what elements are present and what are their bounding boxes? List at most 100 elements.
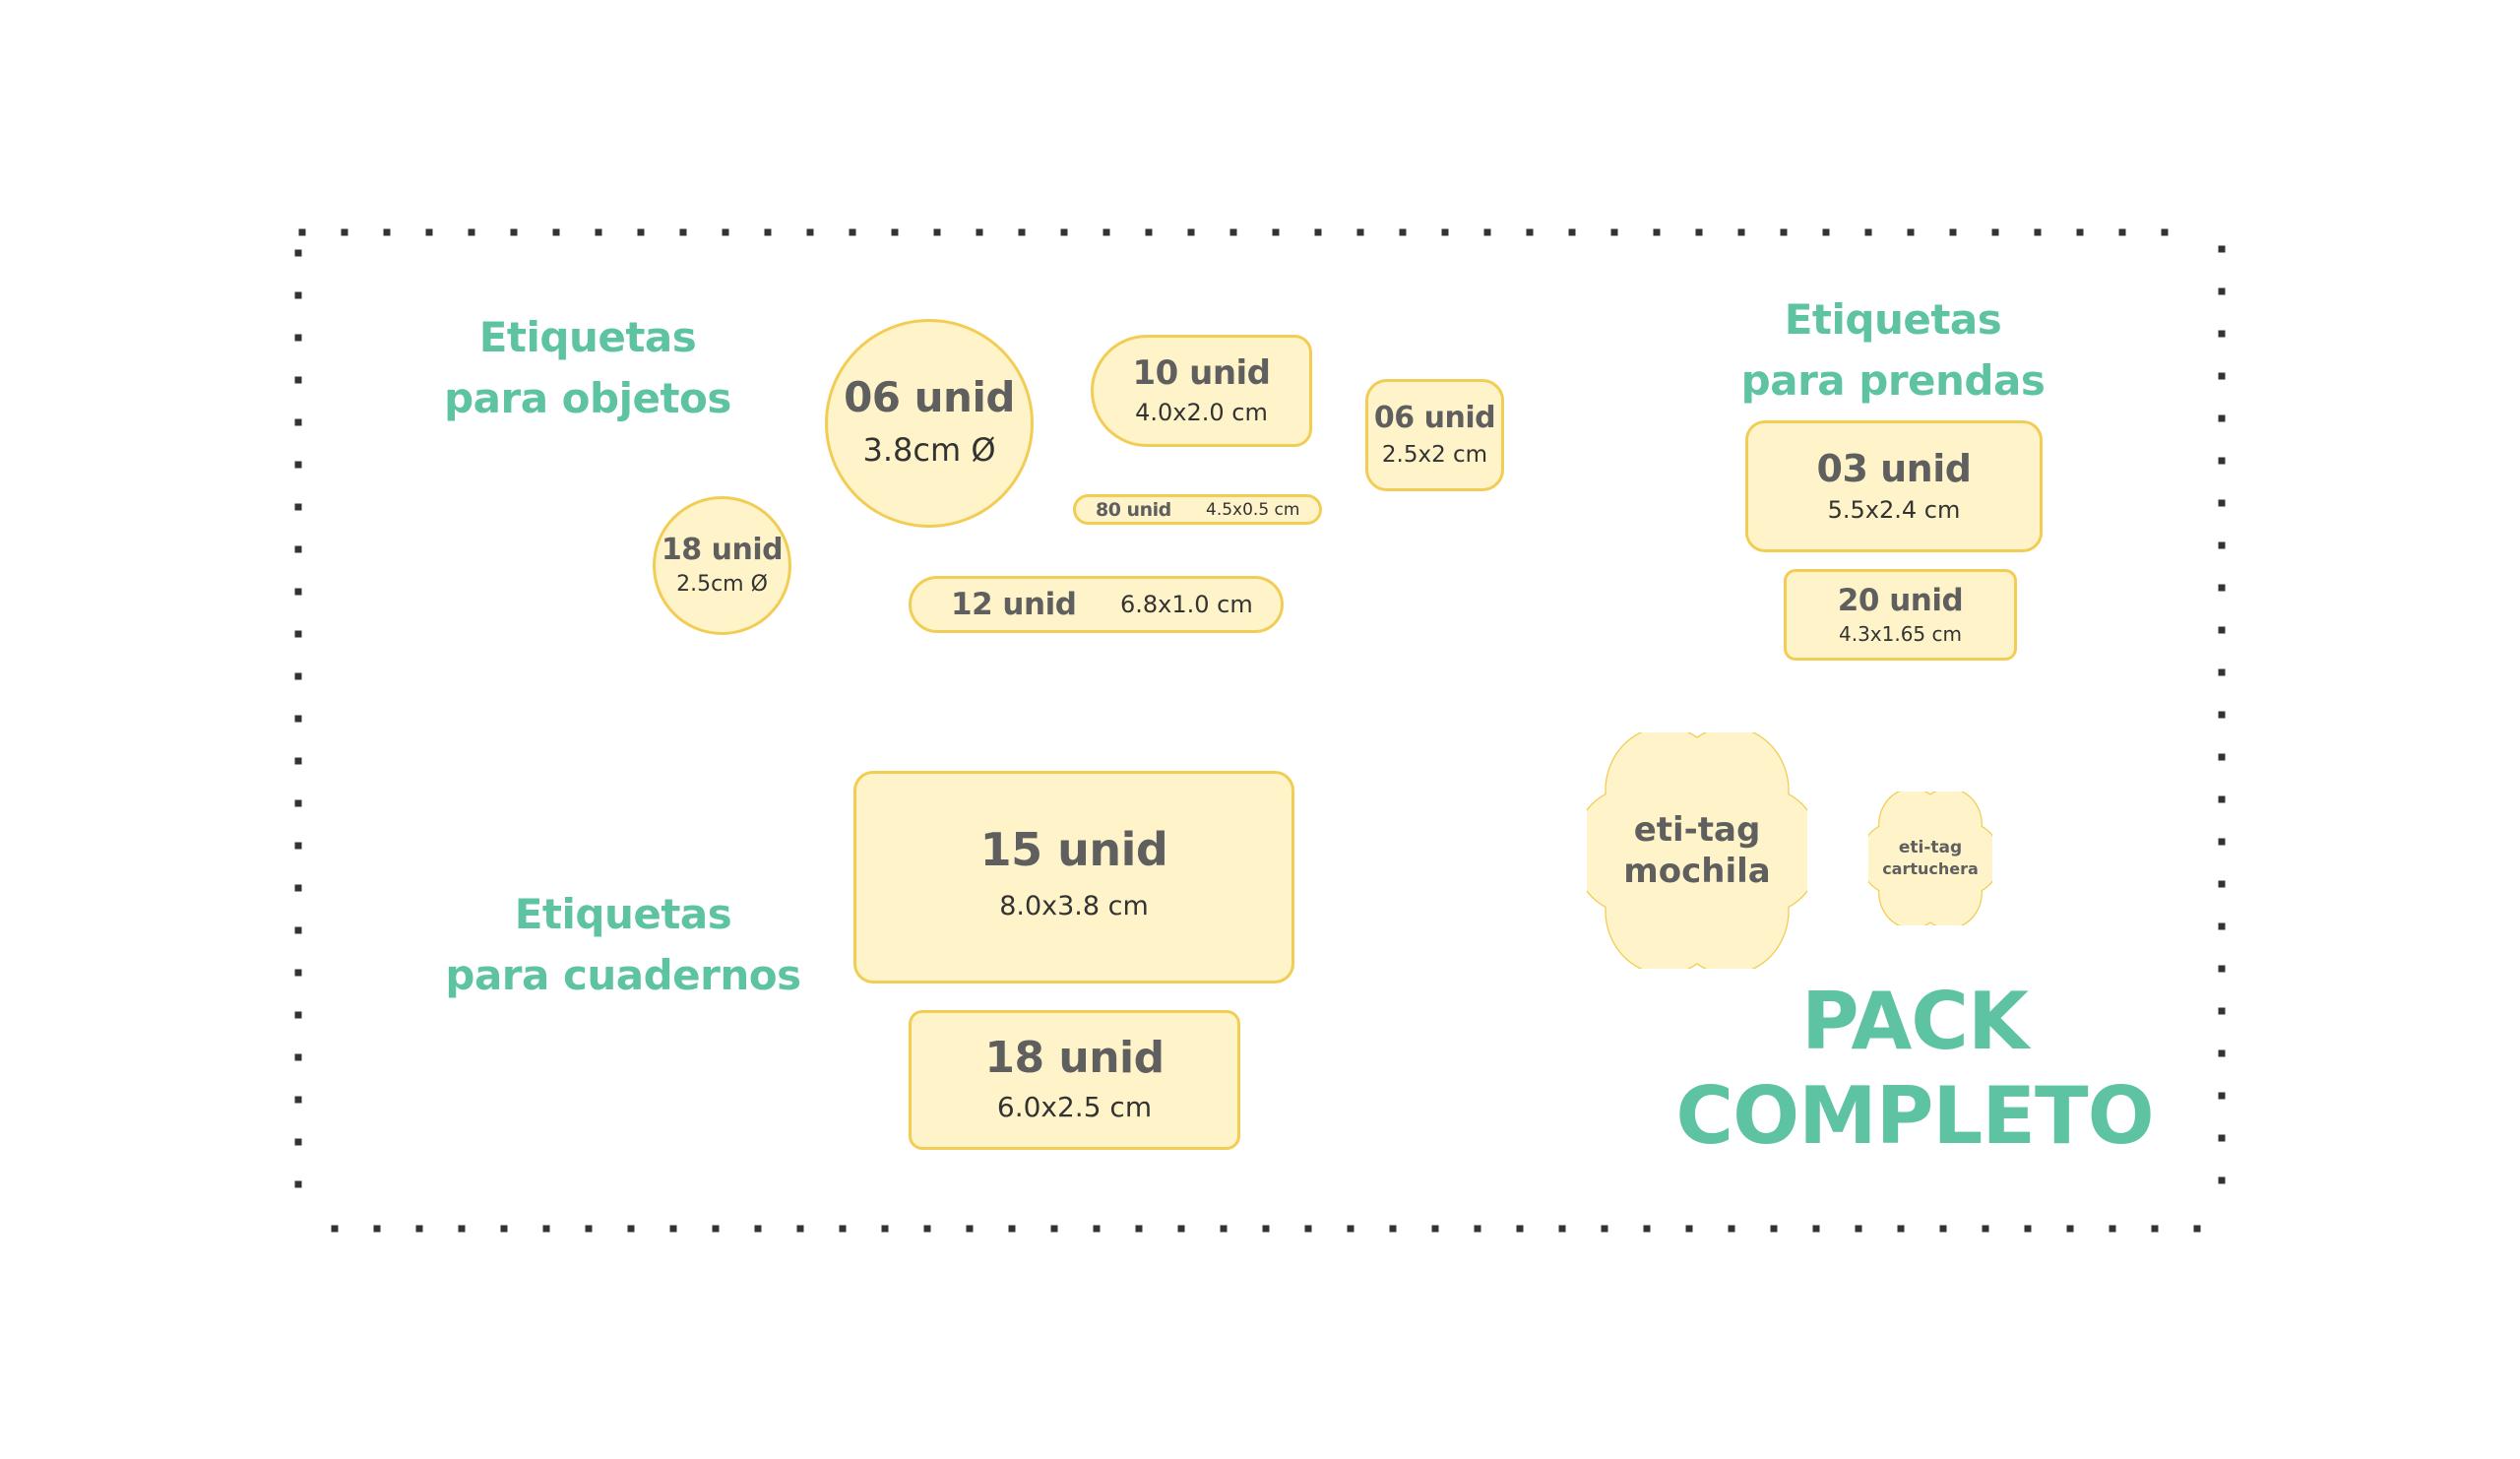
- label-qty: 15 unid: [979, 823, 1168, 876]
- border-dot: [2218, 626, 2226, 634]
- border-dot: [1474, 1225, 1481, 1233]
- label-qty: 80 unid: [1096, 498, 1171, 521]
- border-dot: [294, 545, 302, 553]
- border-dot: [341, 228, 348, 236]
- border-dot: [2218, 753, 2226, 761]
- label-qty: 20 unid: [1837, 582, 1964, 618]
- title-etiquetas-objetos: Etiquetas para objetos: [440, 307, 735, 429]
- border-dot: [1272, 228, 1280, 236]
- label-pill-medium: 12 unid 6.8x1.0 cm: [909, 576, 1284, 633]
- flower-line-2: mochila: [1623, 852, 1771, 891]
- title-line-1: Etiquetas: [514, 890, 732, 938]
- border-dot: [2218, 457, 2226, 465]
- border-dot: [1939, 1225, 1947, 1233]
- border-dot: [1145, 228, 1153, 236]
- border-dot: [796, 1225, 804, 1233]
- border-dot: [1516, 1225, 1524, 1233]
- border-dot: [294, 672, 302, 680]
- border-dot: [294, 1180, 302, 1188]
- border-dot: [1483, 228, 1491, 236]
- border-dot: [754, 1225, 762, 1233]
- border-dot: [1356, 228, 1364, 236]
- border-dot: [2218, 287, 2226, 295]
- border-dot: [1864, 228, 1872, 236]
- label-qty: 18 unid: [661, 532, 784, 567]
- label-size: 4.0x2.0 cm: [1135, 399, 1268, 426]
- border-dot: [1304, 1225, 1312, 1233]
- border-dot: [585, 1225, 593, 1233]
- border-dot: [595, 228, 602, 236]
- border-dot: [1685, 1225, 1693, 1233]
- border-dot: [1728, 1225, 1735, 1233]
- border-dot: [891, 228, 899, 236]
- border-dot: [2218, 795, 2226, 803]
- border-dot: [1949, 228, 1957, 236]
- border-dot: [294, 969, 302, 977]
- border-dot: [1135, 1225, 1143, 1233]
- border-dot: [294, 757, 302, 765]
- border-dot: [637, 228, 645, 236]
- title-line-2: para prendas: [1740, 356, 2046, 405]
- label-qty: 18 unid: [984, 1033, 1165, 1083]
- border-dot: [627, 1225, 635, 1233]
- border-dot: [2034, 228, 2042, 236]
- border-dot: [2218, 414, 2226, 422]
- border-dot: [839, 1225, 847, 1233]
- label-prendas-small: 20 unid 4.3x1.65 cm: [1784, 569, 2017, 661]
- border-dot: [294, 291, 302, 299]
- border-dot: [806, 228, 814, 236]
- border-dot: [294, 418, 302, 426]
- flower-tag-cartuchera: eti-tag cartuchera: [1868, 792, 1992, 925]
- border-dot: [764, 228, 772, 236]
- border-dot: [1262, 1225, 1270, 1233]
- border-dot: [468, 228, 475, 236]
- border-dot: [1060, 228, 1068, 236]
- label-prendas-large: 03 unid 5.5x2.4 cm: [1745, 420, 2043, 552]
- label-qty: 06 unid: [844, 373, 1015, 421]
- border-dot: [294, 630, 302, 638]
- border-dot: [1526, 228, 1534, 236]
- border-dot: [2024, 1225, 2032, 1233]
- label-circle-large: 06 unid 3.8cm Ø: [825, 319, 1034, 528]
- border-dot: [1399, 228, 1407, 236]
- border-dot: [923, 1225, 931, 1233]
- border-dot: [2076, 228, 2084, 236]
- border-dot: [1897, 1225, 1905, 1233]
- flower-shape: [1868, 792, 1992, 925]
- border-dot: [383, 228, 391, 236]
- border-dot: [933, 228, 941, 236]
- label-pill-thin: 80 unid 4.5x0.5 cm: [1073, 494, 1322, 525]
- flower-line-1: eti-tag: [1633, 810, 1761, 850]
- border-dot: [1601, 1225, 1608, 1233]
- label-qty: 12 unid: [951, 587, 1077, 622]
- label-half-round: 10 unid 4.0x2.0 cm: [1091, 335, 1312, 447]
- border-dot: [373, 1225, 381, 1233]
- title-etiquetas-prendas: Etiquetas para prendas: [1735, 289, 2050, 412]
- border-dot: [1770, 1225, 1778, 1233]
- border-dot: [2118, 228, 2126, 236]
- border-dot: [2109, 1225, 2116, 1233]
- title-etiquetas-cuadernos: Etiquetas para cuadernos: [436, 884, 810, 1006]
- border-dot: [294, 1138, 302, 1146]
- border-dot: [2218, 1092, 2226, 1100]
- border-dot: [1780, 228, 1788, 236]
- border-dot: [1018, 228, 1026, 236]
- border-dot: [294, 799, 302, 807]
- pack-line-2: COMPLETO: [1675, 1070, 2154, 1162]
- border-dot: [294, 588, 302, 596]
- border-dot: [294, 884, 302, 892]
- label-size: 2.5x2 cm: [1381, 442, 1488, 468]
- border-dot: [2218, 1049, 2226, 1057]
- border-dot: [1093, 1225, 1101, 1233]
- border-dot: [2218, 330, 2226, 338]
- border-dot: [294, 842, 302, 850]
- border-dot: [2218, 1176, 2226, 1184]
- border-dot: [294, 503, 302, 511]
- border-dot: [2161, 228, 2169, 236]
- border-dot: [294, 249, 302, 257]
- border-dot: [1822, 228, 1830, 236]
- border-dot: [1102, 228, 1110, 236]
- border-dot: [294, 376, 302, 384]
- border-dot: [2218, 245, 2226, 253]
- border-dot: [2218, 372, 2226, 380]
